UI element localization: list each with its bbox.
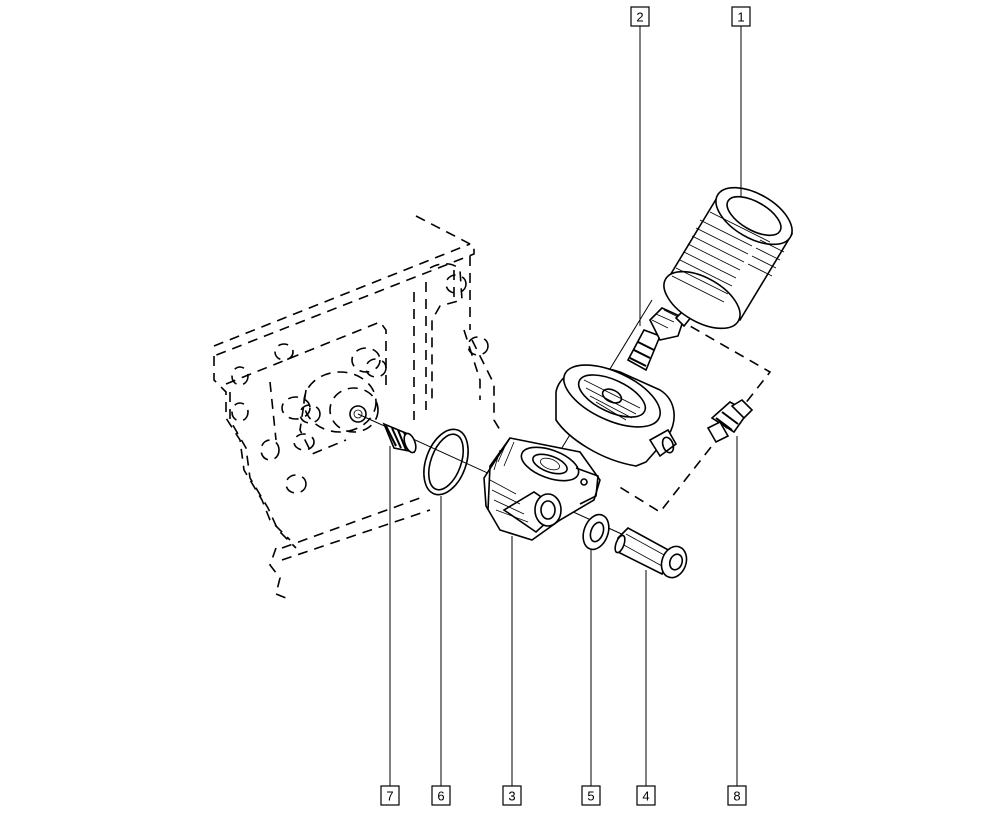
- callout-4: 4: [636, 785, 656, 806]
- part-3-filter-support: [483, 437, 601, 541]
- callout-7: 7: [380, 785, 400, 806]
- callout-8: 8: [727, 785, 747, 806]
- part-7-threaded-plug: [382, 422, 417, 454]
- callout-3: 3: [502, 785, 522, 806]
- part-2-threaded-union: [626, 306, 694, 372]
- leader-lines: [389, 26, 742, 786]
- callout-5-label: 5: [587, 789, 594, 804]
- callout-2-label: 2: [636, 10, 643, 25]
- oil-cooler: [555, 364, 678, 467]
- callout-2: 2: [630, 6, 650, 27]
- engine-block-outline: [213, 215, 501, 599]
- part-6-o-ring: [423, 428, 469, 496]
- callout-3-label: 3: [508, 789, 515, 804]
- part-5-washer: [582, 513, 610, 551]
- callout-6: 6: [431, 785, 451, 806]
- callout-6-label: 6: [437, 789, 444, 804]
- callout-1-label: 1: [737, 10, 744, 25]
- callout-5: 5: [581, 785, 601, 806]
- callout-4-label: 4: [642, 789, 649, 804]
- callout-8-label: 8: [733, 789, 740, 804]
- part-8-threaded-union: [706, 398, 754, 444]
- part-1-oil-filter: [663, 186, 794, 330]
- callout-1: 1: [731, 6, 751, 27]
- part-4-hollow-bolt: [614, 527, 688, 579]
- callout-7-label: 7: [386, 789, 393, 804]
